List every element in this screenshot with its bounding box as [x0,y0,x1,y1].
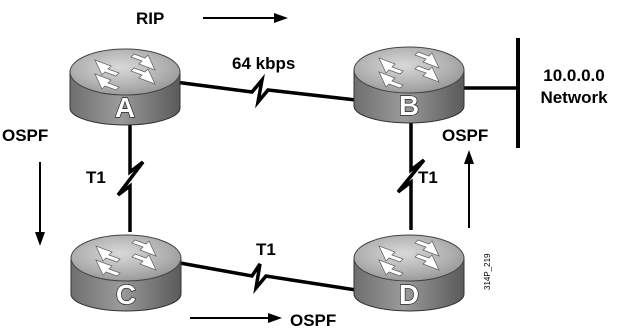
router-a[interactable]: A [69,48,181,126]
router-c[interactable]: C [70,234,182,312]
network-address-label: 10.0.0.0 [543,66,604,85]
router-a-label: A [115,92,135,123]
network-name-label: Network [540,88,608,107]
link-bd [396,118,426,230]
figure-code: 314P_219 [483,253,492,290]
link-bd-label: T1 [418,168,438,187]
link-ac [116,122,145,232]
link-ab-label: 64 kbps [232,54,295,73]
router-c-label: C [116,279,136,310]
arrow-up-icon [464,150,474,228]
router-b[interactable]: B [353,46,465,124]
router-d[interactable]: D [353,234,465,312]
arrow-down-icon [35,162,45,246]
router-d-label: D [399,279,419,310]
arrow-right-icon [203,13,288,23]
protocol-left-label: OSPF [2,126,48,145]
protocol-right-label: OSPF [442,126,488,145]
arrow-right-icon [190,313,282,323]
link-ab [174,73,357,109]
protocol-bottom-label: OSPF [290,311,336,330]
link-cd [179,261,357,295]
link-ac-label: T1 [86,168,106,187]
protocol-top-label: RIP [136,9,164,28]
router-b-label: B [399,90,419,121]
link-cd-label: T1 [256,240,276,259]
